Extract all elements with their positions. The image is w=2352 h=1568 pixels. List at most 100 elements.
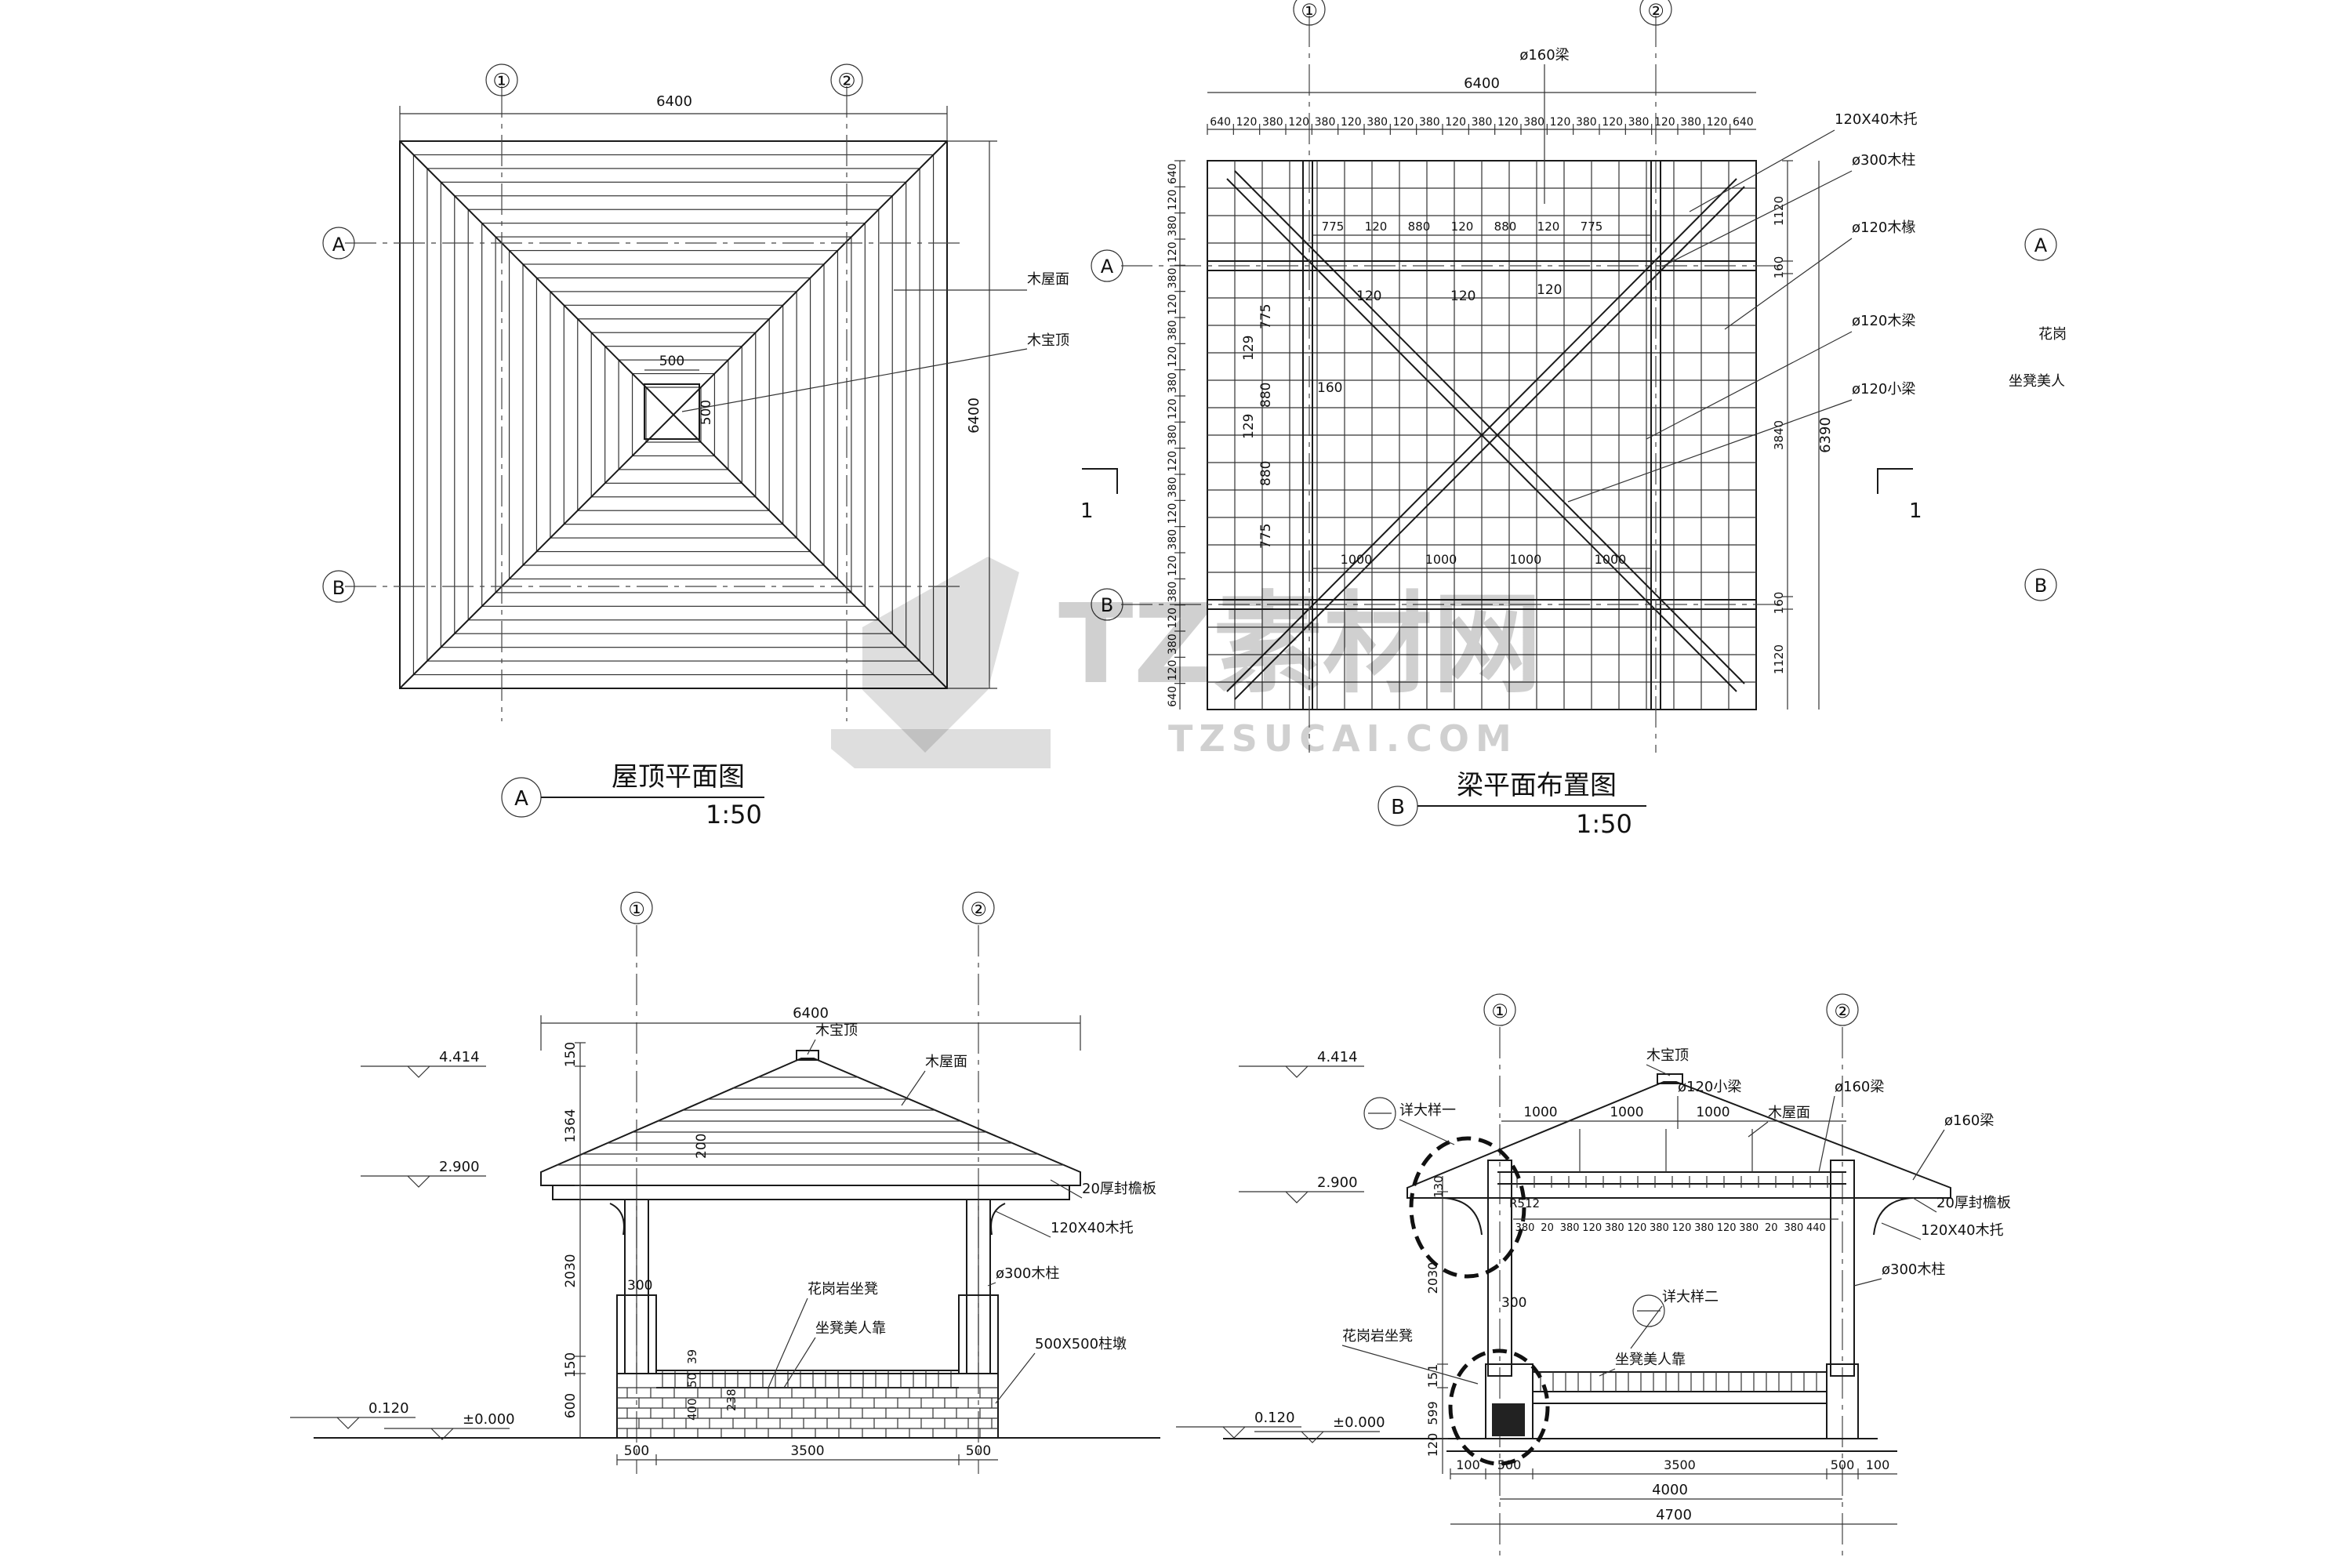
label-wood-roof: 木屋面 bbox=[1027, 271, 1069, 288]
dim-beam-2: 1000 bbox=[1696, 1105, 1730, 1120]
detail-mark-2 bbox=[1632, 1294, 1665, 1327]
label-finial: 木宝顶 bbox=[1027, 332, 1069, 349]
dim-right-1: 160 bbox=[1772, 256, 1786, 279]
dim-total-4700: 4700 bbox=[1656, 1507, 1692, 1523]
beam-plan-title: B 梁平面布置图 1:50 bbox=[1377, 770, 1646, 839]
dim-left-5: 120 bbox=[1167, 294, 1179, 315]
dim-left-12: 380 bbox=[1167, 477, 1179, 498]
svg-text:①: ① bbox=[628, 898, 645, 920]
dim-rafter-7: 120 bbox=[1672, 1222, 1692, 1234]
callout-2: ø120木椽 bbox=[1852, 220, 1915, 236]
dim-1000-3: 1000 bbox=[1595, 552, 1627, 567]
dim-top-3: 120 bbox=[1288, 116, 1309, 129]
dim-top-14: 380 bbox=[1576, 116, 1597, 129]
dim-top-19: 120 bbox=[1707, 116, 1728, 129]
svg-text:130: 130 bbox=[1432, 1175, 1446, 1198]
beam-plan-title-text: 梁平面布置图 bbox=[1457, 770, 1617, 801]
roof-plan-title: A 屋顶平面图 1:50 bbox=[501, 761, 764, 829]
dim-top-13: 120 bbox=[1550, 116, 1571, 129]
svg-text:39: 39 bbox=[685, 1349, 699, 1364]
column-left bbox=[1487, 1160, 1512, 1377]
dim-top-15: 120 bbox=[1602, 116, 1623, 129]
label-3: 120X40木托 bbox=[1051, 1220, 1134, 1236]
svg-text:②: ② bbox=[970, 898, 987, 920]
dim-left-16: 380 bbox=[1167, 582, 1179, 603]
dim-row-0: 775 bbox=[1322, 220, 1345, 234]
dim-rafter-12: 380 bbox=[1784, 1222, 1803, 1234]
dim-left-0: 640 bbox=[1167, 163, 1179, 184]
grid-bubble-b: B bbox=[1091, 588, 1123, 621]
svg-text:400: 400 bbox=[685, 1398, 699, 1421]
dim-rafter-8: 380 bbox=[1694, 1222, 1714, 1234]
dim-left-1: 120 bbox=[1167, 190, 1179, 211]
roof-board-lines bbox=[557, 1076, 1064, 1166]
bracket-right bbox=[990, 1203, 1006, 1236]
label-11: 坐凳美人靠 bbox=[1615, 1352, 1686, 1368]
base-brick-pattern bbox=[617, 1387, 998, 1439]
dim-top-17: 120 bbox=[1654, 116, 1675, 129]
level-3: ±0.000 bbox=[463, 1411, 515, 1428]
svg-text:①: ① bbox=[492, 70, 510, 93]
finial-box bbox=[644, 383, 700, 440]
dim-bottom-0: 100 bbox=[1456, 1457, 1480, 1472]
dim-top-2: 380 bbox=[1262, 116, 1283, 129]
detail-circle-1 bbox=[1409, 1136, 1526, 1279]
dim-rafter-13: 440 bbox=[1806, 1222, 1826, 1234]
dim-bottom-2: 500 bbox=[966, 1443, 991, 1459]
svg-text:1: 1 bbox=[1080, 499, 1094, 523]
svg-text:B: B bbox=[1101, 594, 1113, 616]
label-0: 木宝顶 bbox=[1646, 1047, 1689, 1064]
dim-left-0: 2030 bbox=[1425, 1262, 1440, 1294]
dim-right-3: 160 bbox=[1772, 592, 1786, 615]
dim-1000-1: 1000 bbox=[1425, 552, 1457, 567]
dim-roof-width: 6400 bbox=[656, 93, 692, 110]
dim-left-15: 120 bbox=[1167, 555, 1179, 576]
label-partial-bench: 坐凳美人 bbox=[2009, 373, 2065, 390]
pedestal-hatch bbox=[1492, 1403, 1525, 1436]
bracket-left bbox=[1442, 1197, 1483, 1236]
label-3: ø160梁 bbox=[1835, 1079, 1884, 1095]
finial bbox=[796, 1050, 819, 1061]
dim-total-4000: 4000 bbox=[1652, 1482, 1688, 1498]
grid-bubble-a: A bbox=[322, 227, 355, 260]
label-7: 500X500柱墩 bbox=[1035, 1336, 1127, 1352]
label-5: 花岗岩坐凳 bbox=[808, 1281, 878, 1298]
svg-text:B: B bbox=[2034, 575, 2047, 597]
svg-text:775: 775 bbox=[1258, 304, 1274, 329]
section-mark-left bbox=[1082, 468, 1118, 494]
callout-0: 120X40木托 bbox=[1835, 111, 1918, 128]
dim-top-6: 380 bbox=[1367, 116, 1388, 129]
svg-text:120: 120 bbox=[1537, 282, 1562, 298]
label-4: ø300木柱 bbox=[996, 1265, 1059, 1282]
grid-bubble-a: A bbox=[1091, 249, 1123, 282]
svg-text:②: ② bbox=[1834, 1000, 1851, 1022]
dim-top-10: 380 bbox=[1472, 116, 1493, 129]
bracket-right bbox=[1873, 1197, 1914, 1236]
svg-text:B: B bbox=[1391, 796, 1405, 819]
grid-bubble-2: ② bbox=[830, 64, 863, 96]
dim-left-11: 120 bbox=[1167, 451, 1179, 472]
dim-top-11: 120 bbox=[1497, 116, 1519, 129]
section-labels: 木宝顶ø120小梁木屋面ø160梁ø160梁20厚封檐板120X40木托ø300… bbox=[1341, 1047, 2011, 1385]
dim-roof-height: 6400 bbox=[966, 397, 982, 434]
section-rafters bbox=[1516, 1129, 1828, 1188]
svg-text:880: 880 bbox=[1258, 383, 1274, 408]
detail-mark-1 bbox=[1363, 1097, 1396, 1130]
level-1: 2.900 bbox=[1317, 1174, 1358, 1191]
watermark-url: TZSUCAI.COM bbox=[1168, 717, 1518, 760]
callout-4: ø120小梁 bbox=[1852, 381, 1915, 397]
label-8: 详大样一 bbox=[1399, 1102, 1456, 1119]
svg-text:300: 300 bbox=[1501, 1295, 1526, 1311]
dim-rafter-9: 120 bbox=[1717, 1222, 1737, 1234]
dim-1000-0: 1000 bbox=[1341, 552, 1373, 567]
dim-row-5: 120 bbox=[1537, 220, 1560, 234]
dim-top-5: 120 bbox=[1341, 116, 1362, 129]
